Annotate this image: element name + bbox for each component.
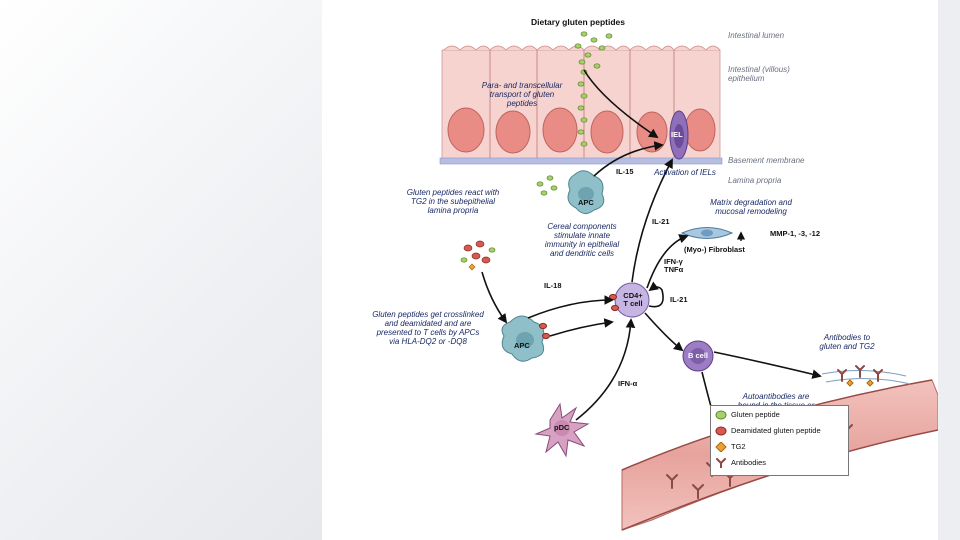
legend: Gluten peptide Deamidated gluten peptide… <box>710 405 849 476</box>
annotation-cereal: Cereal components stimulate innate immun… <box>544 222 620 258</box>
arrow-tcell-to-bcell <box>644 312 684 352</box>
legend-item-tg2: TG2 <box>715 441 746 453</box>
green-oval-icon <box>715 410 727 420</box>
legend-label: Deamidated gluten peptide <box>731 426 821 435</box>
arrow-to-fibroblast <box>646 234 689 289</box>
arrow-il21-loop <box>648 281 664 308</box>
cytokine-il15: IL-15 <box>616 167 634 176</box>
slide-background-right <box>938 0 960 540</box>
gluten-peptides-lumen <box>536 31 613 196</box>
label-b-cell: B cell <box>688 351 709 360</box>
annotation-crosslinked: Gluten peptides get crosslinked and deam… <box>372 310 484 346</box>
celiac-pathogenesis-figure: Dietary gluten peptides Intestinal lumen… <box>322 0 938 540</box>
cytokine-il21-loop: IL-21 <box>670 295 688 304</box>
label-apc-top: APC <box>578 198 594 207</box>
b-cell <box>682 340 714 372</box>
label-pdc: pDC <box>554 423 570 432</box>
legend-item-gluten-peptide: Gluten peptide <box>715 409 780 421</box>
cytokine-il18: IL-18 <box>544 281 562 290</box>
arrow-apc-to-iel <box>593 141 664 177</box>
tissue-antibodies <box>821 365 911 387</box>
apc-top-cell <box>567 170 605 214</box>
arrow-il18 <box>527 295 614 319</box>
arrow-pdc-to-tcell <box>575 318 636 421</box>
label-apc-bottom: APC <box>514 341 530 350</box>
arrows <box>481 69 822 457</box>
epithelium-layer <box>439 45 723 165</box>
fibroblast-cell <box>680 227 734 239</box>
diagram-canvas <box>439 31 938 531</box>
apc-bottom-cell <box>501 315 550 362</box>
iel-cell <box>669 110 689 160</box>
arrow-transport-to-iel <box>583 69 659 139</box>
cytokine-ifn-tnf: IFN-γ TNFα <box>664 257 684 274</box>
arrow-apc-to-tcell <box>549 318 614 337</box>
cytokine-mmp: MMP-1, -3, -12 <box>770 229 821 238</box>
label-intestinal-lumen: Intestinal lumen <box>728 31 785 40</box>
label-lamina-propria: Lamina propria <box>728 176 782 185</box>
annotation-transport: Para- and transcellular transport of glu… <box>481 81 563 108</box>
legend-item-deamidated: Deamidated gluten peptide <box>715 425 821 437</box>
title-dietary-gluten: Dietary gluten peptides <box>531 17 625 27</box>
annotation-activation-iels: Activation of IELs <box>654 168 716 177</box>
legend-label: Gluten peptide <box>731 410 780 419</box>
orange-diamond-icon <box>715 442 727 453</box>
pdc-cell <box>534 402 590 458</box>
red-oval-icon <box>715 426 727 436</box>
legend-label: Antibodies <box>731 458 767 467</box>
arrow-peptides-to-apc <box>481 271 508 324</box>
annotation-react-tg2: Gluten peptides react with TG2 in the su… <box>406 188 500 215</box>
legend-label: TG2 <box>731 442 746 451</box>
annotation-matrix: Matrix degradation and mucosal remodelin… <box>710 198 792 216</box>
arrow-bcell-to-tissue <box>713 351 822 379</box>
legend-item-antibodies: Antibodies <box>715 457 766 469</box>
slide-background-left <box>0 0 322 540</box>
annotation-antibodies-to: Antibodies to gluten and TG2 <box>819 333 875 351</box>
cytokine-il21-up: IL-21 <box>652 217 670 226</box>
deamidated-peptides-cluster <box>460 240 496 271</box>
arrow-il21-to-iel <box>631 158 673 283</box>
antibody-icon <box>716 458 726 469</box>
label-iel: IEL <box>671 130 683 139</box>
cytokine-ifn-alpha: IFN-α <box>618 379 638 388</box>
label-fibroblast: (Myo-) Fibroblast <box>684 245 745 254</box>
label-basement-membrane: Basement membrane <box>728 156 805 165</box>
label-intestinal-epithelium: Intestinal (villous) epithelium <box>728 65 790 83</box>
label-cd4-t-cell: CD4+ T cell <box>623 291 643 308</box>
